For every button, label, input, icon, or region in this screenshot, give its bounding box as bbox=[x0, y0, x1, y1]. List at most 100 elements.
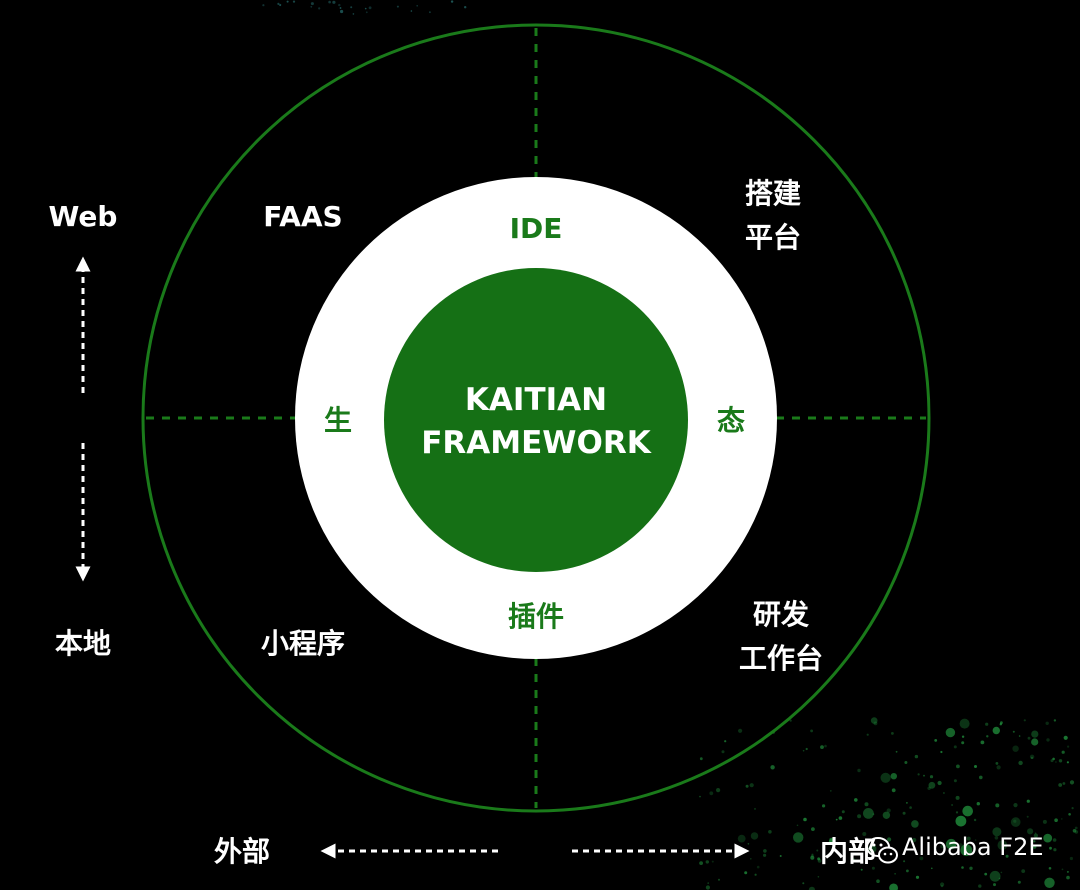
decor-dot bbox=[1058, 783, 1063, 787]
decor-dot bbox=[945, 838, 957, 850]
decor-dot bbox=[1000, 721, 1003, 725]
decor-dot bbox=[1033, 840, 1036, 843]
outer-ring bbox=[141, 23, 931, 813]
decor-dot bbox=[940, 884, 944, 888]
decor-dot bbox=[996, 765, 1001, 770]
decor-dot bbox=[721, 750, 725, 754]
decor-dot bbox=[277, 2, 280, 5]
decor-dot bbox=[339, 7, 342, 9]
decor-dot bbox=[955, 815, 967, 827]
decor-dot bbox=[937, 780, 942, 786]
decor-dot bbox=[942, 792, 945, 794]
decor-dot bbox=[716, 788, 721, 793]
decor-dot bbox=[410, 10, 413, 12]
decor-dot bbox=[1030, 756, 1034, 760]
decor-dot bbox=[956, 764, 960, 769]
decor-dot bbox=[1069, 780, 1075, 785]
decor-dot bbox=[993, 883, 996, 887]
decor-dot bbox=[709, 791, 714, 796]
decor-dot bbox=[882, 811, 891, 819]
decor-dot bbox=[779, 855, 782, 857]
decor-dot bbox=[396, 5, 399, 8]
decor-dot bbox=[889, 883, 898, 890]
decor-dot bbox=[802, 882, 805, 885]
decor-dot bbox=[1023, 719, 1026, 722]
decor-dot bbox=[352, 13, 355, 15]
decor-dot bbox=[955, 795, 960, 800]
decor-dot bbox=[995, 762, 999, 765]
decor-dot bbox=[945, 727, 956, 738]
decor-dot bbox=[279, 4, 281, 7]
decor-dot bbox=[829, 790, 832, 792]
decor-dot bbox=[365, 11, 368, 14]
ring-label-left: 生 bbox=[324, 404, 352, 437]
decor-dot bbox=[1062, 782, 1066, 785]
decor-dot bbox=[838, 816, 843, 820]
decor-dot bbox=[862, 832, 867, 836]
decor-dot bbox=[864, 802, 869, 807]
decor-dot bbox=[914, 754, 919, 759]
decor-dot bbox=[279, 3, 282, 6]
decor-dot bbox=[416, 5, 419, 7]
decor-dot bbox=[989, 870, 1001, 882]
decor-dot bbox=[754, 873, 757, 876]
decor-dot bbox=[866, 733, 869, 736]
decor-dot bbox=[940, 882, 945, 887]
decor-dot bbox=[964, 848, 968, 852]
decor-dot bbox=[1012, 730, 1015, 733]
decor-dot bbox=[974, 839, 977, 841]
decor-dot bbox=[699, 795, 701, 798]
decor-dot bbox=[934, 739, 938, 742]
decor-dot bbox=[340, 9, 344, 14]
decor-dot bbox=[959, 718, 970, 729]
decor-dot bbox=[891, 732, 894, 735]
decor-dot bbox=[992, 726, 1000, 735]
decor-dot bbox=[902, 811, 906, 815]
decor-dot bbox=[876, 879, 880, 883]
decor-dot bbox=[816, 849, 819, 852]
decor-dot bbox=[429, 11, 431, 14]
decor-dot bbox=[923, 774, 925, 777]
core-circle bbox=[384, 268, 688, 572]
decor-dot bbox=[958, 843, 963, 848]
decor-dot bbox=[805, 747, 808, 751]
decor-dot bbox=[737, 834, 746, 843]
decor-dot bbox=[871, 866, 875, 870]
decor-dot bbox=[906, 869, 909, 873]
decor-dot bbox=[1061, 750, 1065, 754]
ring-label-top: IDE bbox=[510, 212, 563, 245]
decor-dot bbox=[464, 6, 467, 9]
decor-dot bbox=[904, 761, 908, 764]
decor-dot bbox=[909, 806, 912, 809]
decor-dot bbox=[332, 0, 336, 4]
decor-dot bbox=[699, 861, 703, 865]
decor-dot bbox=[940, 844, 944, 849]
decor-dot bbox=[851, 858, 856, 862]
decor-dot bbox=[1018, 735, 1021, 737]
decor-dot bbox=[868, 844, 877, 853]
decor-dot bbox=[912, 837, 917, 843]
decor-dot bbox=[1026, 815, 1029, 818]
axis-vertical-top-label: Web bbox=[49, 200, 118, 233]
decor-dot bbox=[1072, 829, 1077, 833]
decor-dot bbox=[986, 735, 989, 738]
axis-horizontal-right-label: 内部 bbox=[820, 835, 876, 868]
decor-dot bbox=[891, 788, 896, 793]
decor-dot bbox=[756, 865, 760, 869]
decor-dot bbox=[969, 866, 973, 870]
decor-dot bbox=[817, 876, 820, 878]
decor-dot bbox=[763, 853, 767, 857]
decor-dot bbox=[940, 750, 943, 754]
decor-dot bbox=[828, 838, 836, 845]
decor-dot bbox=[817, 859, 822, 863]
decor-dot bbox=[985, 722, 989, 726]
decor-dot bbox=[328, 0, 331, 4]
decor-dot bbox=[749, 783, 754, 788]
decor-dot bbox=[1005, 854, 1009, 858]
decor-dot bbox=[928, 781, 936, 789]
decor-dot bbox=[310, 2, 314, 6]
decor-dot bbox=[1055, 761, 1057, 763]
ring-label-right: 态 bbox=[717, 404, 745, 437]
decor-dot bbox=[962, 805, 973, 817]
decor-dot bbox=[824, 744, 827, 748]
